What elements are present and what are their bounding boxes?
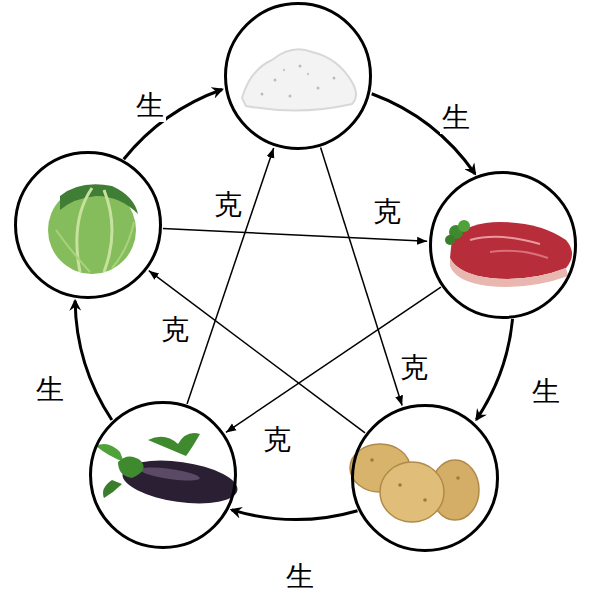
circle-outline (351, 404, 499, 552)
meat-picture (445, 220, 572, 287)
generate-arc (476, 319, 512, 420)
food-circle (89, 401, 237, 549)
edge-label: 克 (371, 196, 403, 228)
generate-arc (372, 94, 475, 174)
potato-picture (350, 444, 479, 522)
edge-label: 生 (530, 376, 562, 408)
generate-arc (124, 90, 222, 160)
circle-outline (429, 171, 577, 319)
edge-label: 生 (284, 561, 316, 593)
edge-label: 克 (398, 352, 430, 384)
salt-picture (242, 49, 356, 110)
edge-label: 克 (261, 424, 293, 456)
edge-label: 克 (212, 189, 244, 221)
edge-label: 克 (159, 314, 191, 346)
restrain-arrow (187, 148, 274, 404)
restrain-arrow (163, 229, 427, 242)
generate-arc (232, 510, 358, 520)
cabbage-picture (48, 184, 138, 274)
circle-outline (89, 401, 237, 549)
food-circle (224, 2, 372, 150)
eggplant-picture (96, 433, 240, 510)
edge-label: 生 (34, 374, 66, 406)
circle-outline (14, 151, 162, 299)
edge-label: 生 (134, 90, 166, 122)
food-circle (429, 171, 577, 319)
restrain-arrow (321, 148, 403, 406)
generate-arc (75, 301, 112, 420)
edge-label: 生 (440, 102, 472, 134)
food-circle (351, 404, 499, 552)
food-circle (14, 151, 162, 299)
circle-outline (224, 2, 372, 150)
